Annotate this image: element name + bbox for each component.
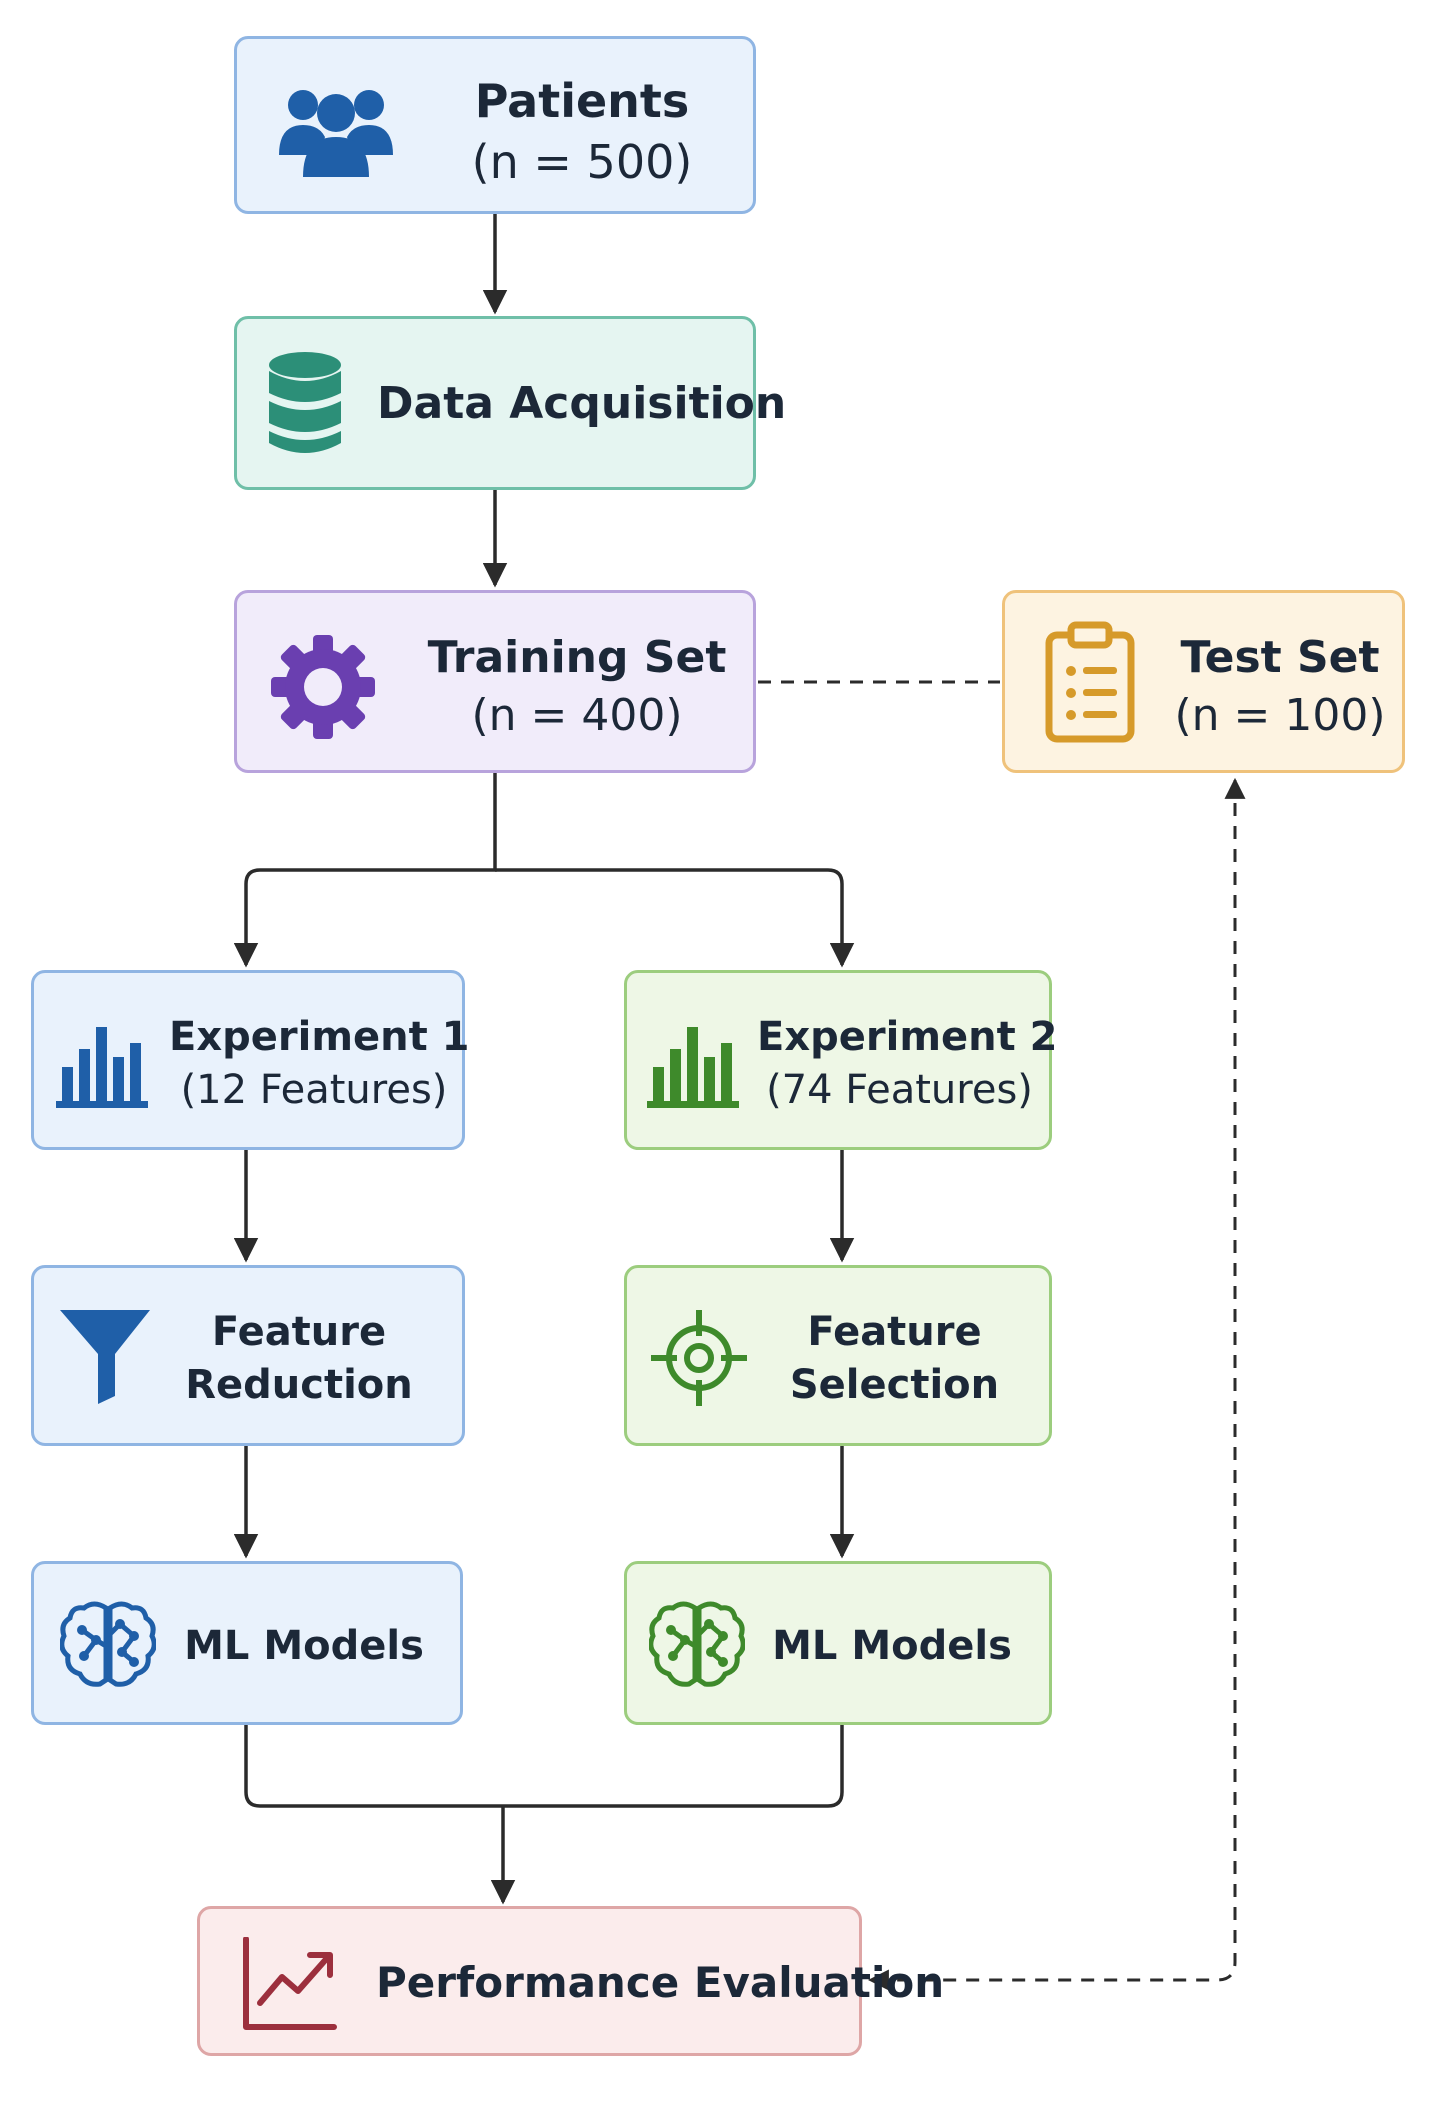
feature-selection-line1: Feature (807, 1309, 982, 1355)
ml-models-1-node: ML Models (31, 1561, 463, 1725)
training-set-count: (n = 400) (471, 690, 683, 742)
funnel-filter-icon (60, 1310, 150, 1404)
ml-models-2-node: ML Models (624, 1561, 1052, 1725)
experiment-1-title: Experiment 1 (169, 1014, 470, 1060)
line-chart-trend-icon (243, 1937, 337, 2030)
experiment-2-title: Experiment 2 (757, 1014, 1058, 1060)
patients-count: (n = 500) (471, 134, 693, 189)
patients-node: Patients (n = 500) (234, 36, 756, 214)
training-set-node: Training Set (n = 400) (234, 590, 756, 773)
performance-evaluation-title: Performance Evaluation (376, 1958, 945, 2007)
performance-evaluation-node: Performance Evaluation (197, 1906, 945, 2056)
people-group-icon (279, 90, 393, 177)
brain-network-icon (649, 1601, 745, 1687)
bar-chart-icon (56, 1027, 148, 1108)
feature-reduction-node: Feature Reduction (31, 1265, 465, 1446)
data-acquisition-node: Data Acquisition (234, 316, 787, 490)
test-set-count: (n = 100) (1174, 690, 1386, 742)
gear-icon (271, 635, 375, 739)
ml-models-1-title: ML Models (184, 1623, 424, 1669)
brain-network-icon (60, 1601, 156, 1687)
patients-title: Patients (474, 74, 690, 128)
dashed-test-to-evaluation (867, 777, 1246, 1991)
clipboard-list-icon (1045, 621, 1135, 743)
bar-chart-icon (647, 1027, 739, 1108)
feature-reduction-line1: Feature (211, 1309, 387, 1355)
feature-selection-line2: Selection (789, 1361, 1000, 1408)
target-crosshair-icon (651, 1310, 747, 1406)
feature-reduction-line2: Reduction (185, 1361, 413, 1408)
training-set-title: Training Set (427, 632, 727, 683)
database-icon (269, 352, 341, 453)
experiment-2-features: (74 Features) (766, 1066, 1033, 1113)
data-acquisition-title: Data Acquisition (377, 378, 787, 429)
experiment-1-features: (12 Features) (180, 1066, 448, 1113)
ml-models-2-title: ML Models (772, 1623, 1012, 1669)
connector-training-to-exp2 (495, 868, 855, 968)
experiment-2-node: Experiment 2 (74 Features) (624, 970, 1058, 1150)
connector-ml-merge (244, 1725, 844, 1808)
connector-training-split (233, 773, 497, 968)
test-set-title: Test Set (1180, 632, 1380, 683)
test-set-node: Test Set (n = 100) (1002, 590, 1405, 773)
feature-selection-node: Feature Selection (624, 1265, 1052, 1446)
experiment-1-node: Experiment 1 (12 Features) (31, 970, 470, 1150)
